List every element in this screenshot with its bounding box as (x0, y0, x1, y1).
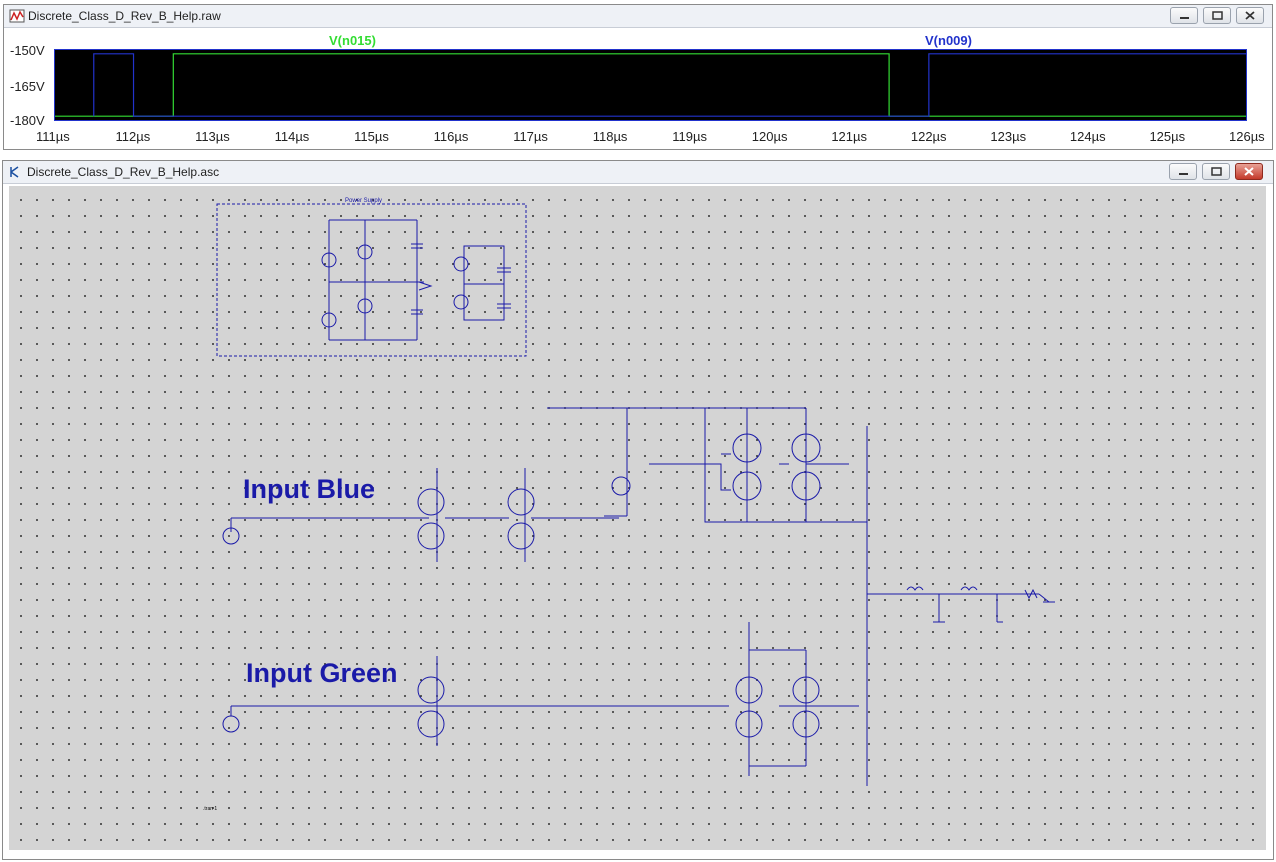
waveform-titlebar[interactable]: Discrete_Class_D_Rev_B_Help.raw (4, 5, 1272, 28)
restore-button[interactable] (1202, 163, 1230, 180)
close-button[interactable] (1236, 7, 1264, 24)
x-tick-label: 120µs (751, 129, 788, 144)
x-tick-label: 116µs (433, 129, 469, 144)
x-tick-label: 124µs (1069, 129, 1106, 144)
schematic-titlebar[interactable]: Discrete_Class_D_Rev_B_Help.asc (3, 161, 1273, 184)
y-tick-label: -180V (10, 113, 45, 128)
trace-line-1 (93, 53, 1247, 117)
x-tick-label: 117µs (513, 129, 548, 144)
restore-icon (1211, 167, 1222, 176)
tran-directive: .tran 1 (203, 806, 217, 812)
plot-frame (54, 49, 1247, 121)
close-button[interactable] (1235, 163, 1263, 180)
minimize-icon (1180, 17, 1189, 19)
x-tick-label: 122µs (910, 129, 947, 144)
restore-icon (1212, 11, 1223, 20)
input-blue-label: Input Blue (243, 474, 375, 504)
schematic-canvas[interactable]: Power Supply .tran 1 Input Blue Input Gr… (9, 186, 1266, 850)
input-green-label: Input Green (246, 658, 398, 688)
y-tick-label: -150V (10, 43, 45, 58)
x-tick-label: 115µs (354, 129, 389, 144)
x-tick-label: 125µs (1149, 129, 1186, 144)
power-supply-box (216, 203, 527, 357)
trace-line-0 (54, 53, 1247, 117)
x-tick-label: 119µs (672, 129, 707, 144)
close-icon (1244, 167, 1254, 176)
x-tick-label: 113µs (195, 129, 230, 144)
x-tick-label: 123µs (990, 129, 1027, 144)
x-tick-label: 114µs (274, 129, 310, 144)
waveform-window: Discrete_Class_D_Rev_B_Help.raw -150V -1… (3, 4, 1273, 150)
close-icon (1245, 11, 1255, 20)
y-tick-label: -165V (10, 79, 45, 94)
restore-button[interactable] (1203, 7, 1231, 24)
x-tick-label: 112µs (115, 129, 151, 144)
x-tick-label: 121µs (831, 129, 868, 144)
minimize-button[interactable] (1169, 163, 1197, 180)
schematic-app-icon (10, 166, 19, 178)
x-tick-label: 118µs (592, 129, 628, 144)
schematic-window-title: Discrete_Class_D_Rev_B_Help.asc (27, 165, 220, 179)
trace-label-n009[interactable]: V(n009) (925, 33, 972, 48)
minimize-icon (1179, 173, 1188, 175)
trace-label-n015[interactable]: V(n015) (329, 33, 376, 48)
schematic-drawing: Power Supply .tran 1 (203, 198, 1055, 812)
waveform-plot (54, 49, 1247, 121)
waveform-plot-area[interactable] (54, 49, 1247, 121)
waveform-window-title: Discrete_Class_D_Rev_B_Help.raw (28, 9, 221, 23)
power-supply-label: Power Supply (345, 198, 382, 204)
x-tick-label: 111µs (36, 129, 70, 144)
waveform-app-icon (9, 9, 25, 23)
minimize-button[interactable] (1170, 7, 1198, 24)
x-tick-label: 126µs (1229, 129, 1265, 144)
